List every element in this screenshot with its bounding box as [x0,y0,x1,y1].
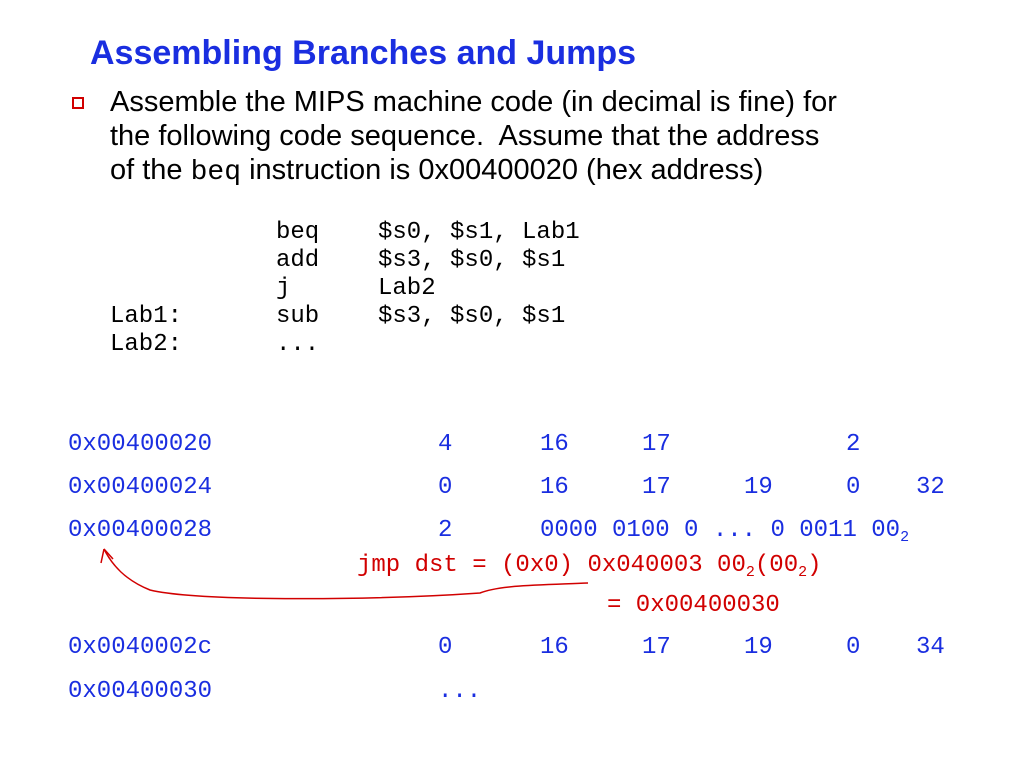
jump-arrow-head [100,548,114,564]
code-args: Lab2 [378,275,436,302]
field-shamt: 0 [846,634,861,661]
address: 0x00400028 [68,517,213,544]
bullet-line-3-post: instruction is 0x00400020 (hex address) [241,154,764,186]
field-rs: 16 [540,431,569,458]
field-op: 2 [438,517,453,544]
code-args: $s3, $s0, $s1 [378,303,566,330]
code-op: beq [276,219,320,246]
code-args: $s3, $s0, $s1 [378,247,566,274]
field-funct: 32 [916,474,945,501]
jmp-result: = 0x00400030 [607,592,780,619]
field-op: 0 [438,634,453,661]
jmp-prefix: jmp dst = (0x0) 0x040003 00 [357,552,746,579]
code-op: j [276,275,291,302]
jmp-mid: (00 [754,552,799,579]
field-target-bits: 0000 0100 0 ... 0 0011 00 [540,517,901,544]
code-label: Lab2: [110,331,183,358]
field-rs: 16 [540,474,569,501]
field-op: 0 [438,474,453,501]
field-target-base: 2 [900,529,910,546]
field-funct: 34 [916,634,945,661]
bullet-inline-code: beq [190,157,242,188]
jmp-end: ) [807,552,822,579]
jmp-sub-2: 2 [798,564,808,581]
page-title: Assembling Branches and Jumps [90,34,637,72]
bullet-line-3: of the beq instruction is 0x00400020 (he… [110,154,763,189]
address: 0x00400020 [68,431,213,458]
field-offset: 2 [846,431,861,458]
address: 0x00400030 [68,678,213,705]
bullet-line-3-pre: of the [110,154,191,186]
field-rt: 17 [642,474,671,501]
code-args: $s0, $s1, Lab1 [378,219,580,246]
jmp-dst-annotation: jmp dst = (0x0) 0x040003 002(002) [357,552,822,581]
bullet-line-2: the following code sequence. Assume that… [110,120,820,152]
code-op: ... [276,331,320,358]
code-label: Lab1: [110,303,183,330]
address: 0x0040002c [68,634,213,661]
field-op: 4 [438,431,453,458]
bullet-line-1: Assemble the MIPS machine code (in decim… [110,86,837,118]
field-rd: 19 [744,474,773,501]
field-rt: 17 [642,634,671,661]
field-rs: 16 [540,634,569,661]
bullet-square-icon [72,97,84,109]
address: 0x00400024 [68,474,213,501]
field-target: 0000 0100 0 ... 0 0011 002 [540,517,910,546]
field-rd: 19 [744,634,773,661]
code-op: add [276,247,320,274]
field-ellipsis: ... [438,678,482,705]
jmp-sub-1: 2 [745,564,755,581]
code-op: sub [276,303,320,330]
field-rt: 17 [642,431,671,458]
field-shamt: 0 [846,474,861,501]
